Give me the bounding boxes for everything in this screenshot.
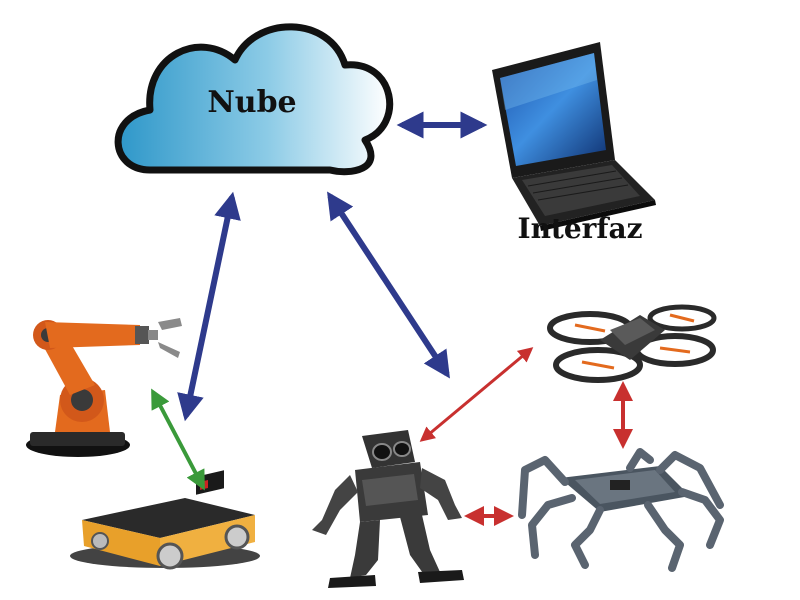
robot-arm-icon <box>26 318 182 457</box>
cloud-icon <box>114 23 394 176</box>
humanoid-robot-icon <box>312 430 464 588</box>
hexapod-robot-icon <box>518 448 724 572</box>
cloud-label: Nube <box>207 85 296 120</box>
agv-icon <box>70 470 260 570</box>
arrow-cloud-agv <box>177 191 241 422</box>
drone-icon <box>547 304 717 383</box>
arrow-arm-agv <box>151 388 205 491</box>
arrow-cloud-humanoid <box>327 191 450 379</box>
arrow-humanoid-drone <box>419 347 534 442</box>
laptop-icon <box>492 42 656 231</box>
laptop-label: Interfaz <box>517 212 642 245</box>
